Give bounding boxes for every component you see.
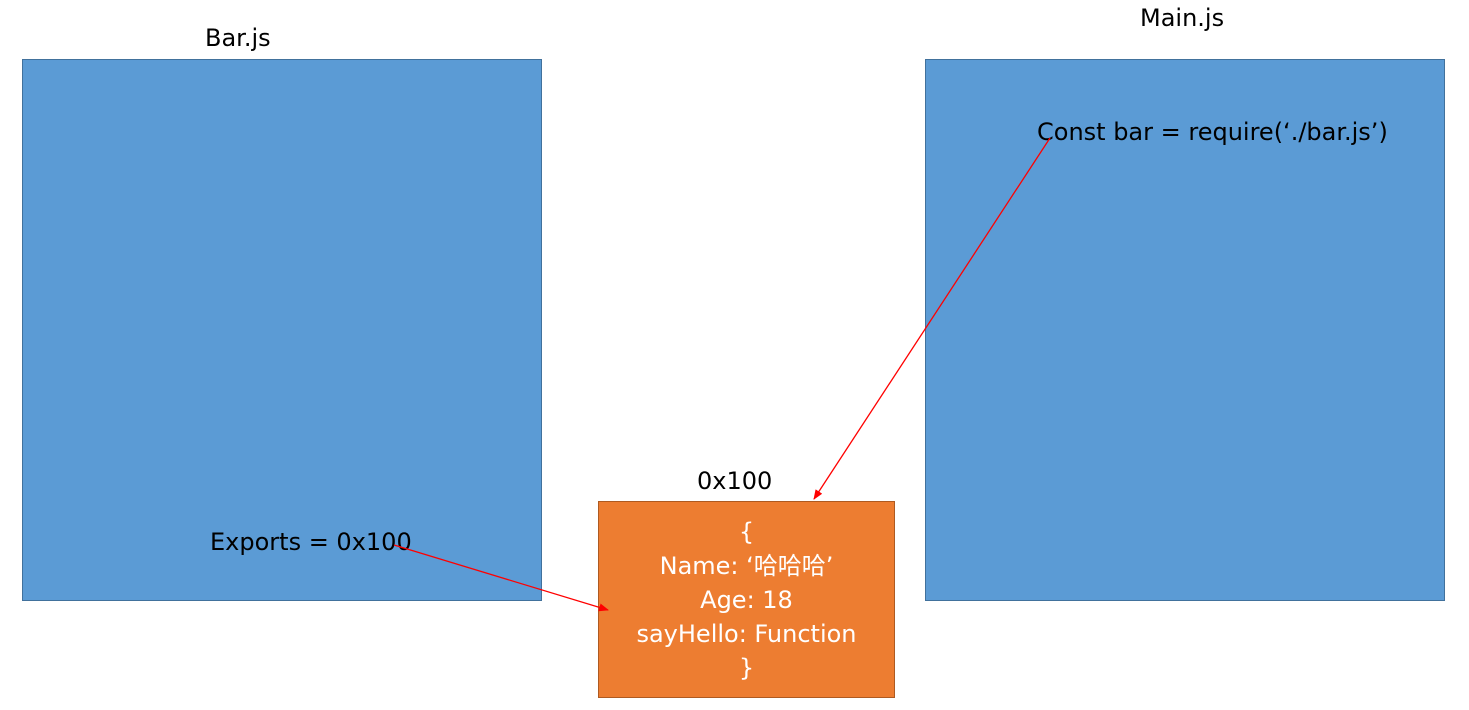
- object-age-property: Age: 18: [700, 585, 793, 614]
- main-module-box: Const bar = require(‘./bar.js’): [925, 59, 1445, 601]
- object-sayhello-property: sayHello: Function: [636, 619, 857, 648]
- object-open-brace: {: [738, 517, 755, 546]
- main-require-statement: Const bar = require(‘./bar.js’): [1037, 118, 1388, 146]
- heap-address-label: 0x100: [697, 467, 773, 495]
- bar-exports-statement: Exports = 0x100: [210, 528, 412, 556]
- main-module-title: Main.js: [1140, 4, 1225, 32]
- heap-object-box: { Name: ‘哈哈哈’ Age: 18 sayHello: Function…: [598, 501, 895, 698]
- object-close-brace: }: [738, 653, 755, 682]
- bar-module-box: Exports = 0x100: [22, 59, 542, 601]
- bar-module-title: Bar.js: [205, 24, 271, 52]
- object-name-property: Name: ‘哈哈哈’: [659, 551, 834, 580]
